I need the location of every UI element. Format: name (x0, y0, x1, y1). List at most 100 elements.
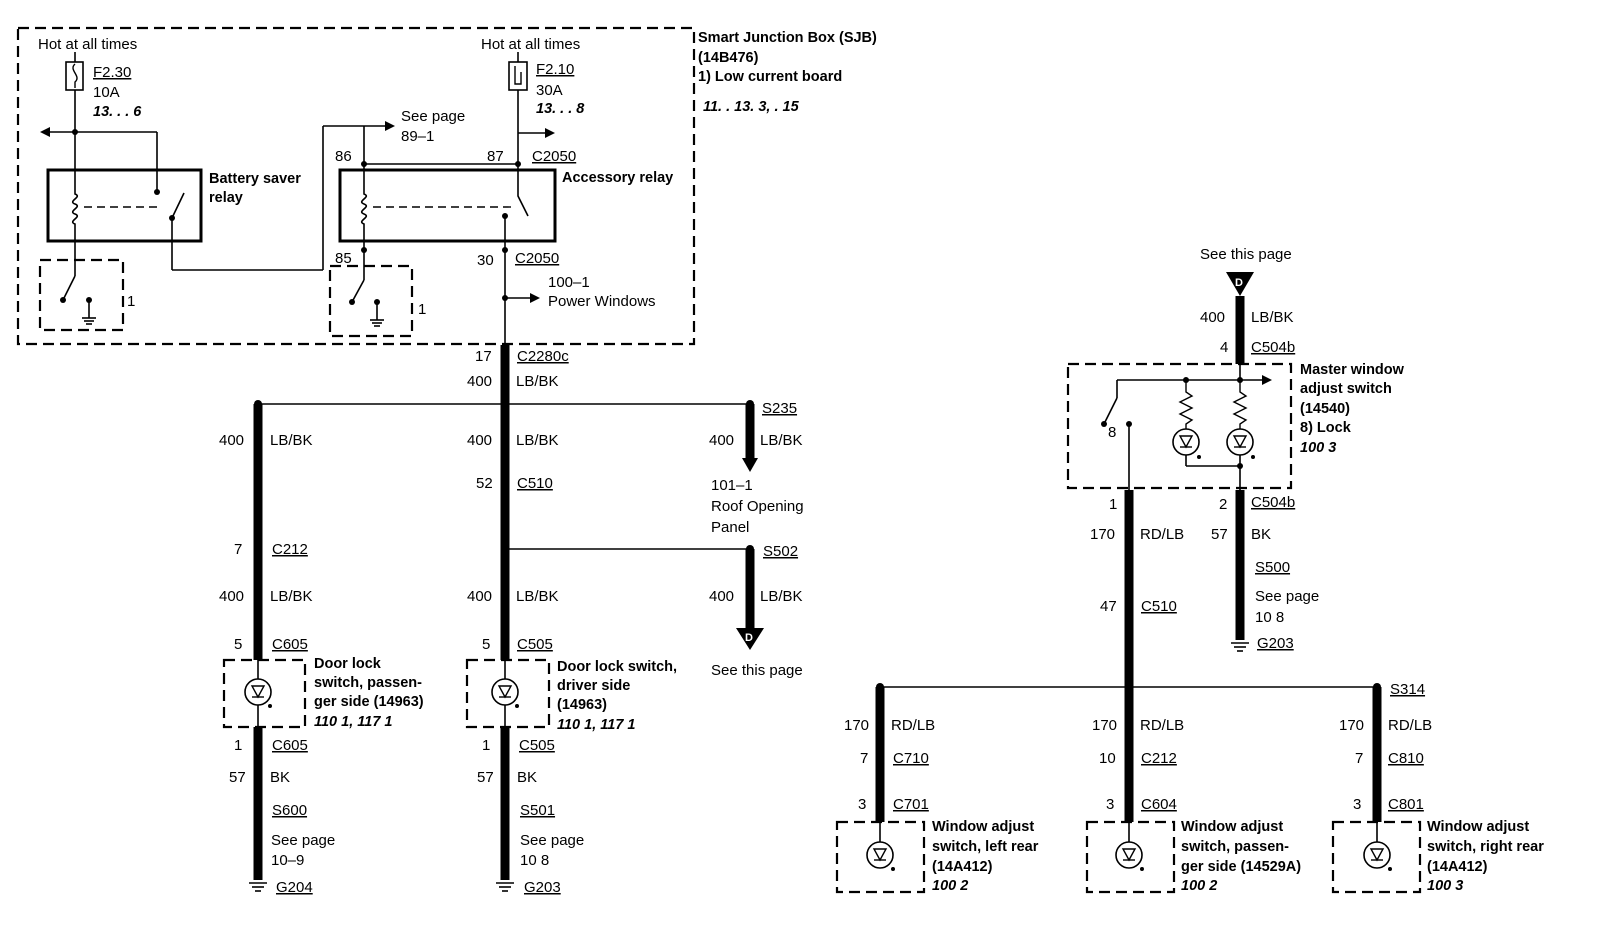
sjb-title: Smart Junction Box (SJB) (698, 30, 877, 46)
lr-conn-a: C710 (893, 750, 929, 767)
master-c504b-bot: C504b (1251, 494, 1295, 511)
pass-see-page: See page (271, 832, 335, 849)
d-color: LB/BK (760, 588, 803, 605)
master-color-in: LB/BK (1251, 309, 1294, 326)
pin-87: 87 (487, 148, 504, 165)
master-c510: C510 (1141, 598, 1177, 615)
sjb-note: 1) Low current board (698, 69, 842, 85)
pin-86: 86 (335, 148, 352, 165)
rr-ref: 100 3 (1427, 878, 1463, 894)
lr-label3: (14A412) (932, 859, 993, 875)
rr-conn-b: C801 (1388, 796, 1424, 813)
ground-g204: G204 (276, 879, 313, 896)
pr-color: RD/LB (1140, 717, 1184, 734)
drv-c505b-pin: 1 (482, 737, 490, 754)
lr-label2: switch, left rear (932, 839, 1039, 855)
roof-page: 101–1 (711, 477, 753, 494)
master-switch-label: 8 (1108, 424, 1116, 441)
pass-c212-pin: 7 (234, 541, 242, 558)
sjb-outline (16, 26, 696, 346)
pass-switch-label3: ger side (14963) (314, 694, 424, 710)
master-gauge-in: 400 (1200, 309, 1225, 326)
master-pin2: 2 (1219, 496, 1227, 513)
lr-lamp-icon (866, 841, 895, 871)
master-color-bk: BK (1251, 526, 1271, 543)
master-d-connector-icon (1226, 272, 1254, 296)
fuse2-hot: Hot at all times (481, 36, 580, 53)
master-label4: 8) Lock (1300, 420, 1352, 436)
pass-gauge1: 400 (219, 432, 244, 449)
drv-switch-ref: 110 1, 117 1 (557, 717, 635, 733)
master-c510-pin: 47 (1100, 598, 1117, 615)
battery-relay-label2: relay (209, 190, 243, 206)
ground-g203: G203 (524, 879, 561, 896)
pr-pin-a: 10 (1099, 750, 1116, 767)
roof-color: LB/BK (760, 432, 803, 449)
master-label2: adjust switch (1300, 381, 1392, 397)
c2280c-pin: 17 (475, 348, 492, 365)
master-see-this-page: See this page (1200, 246, 1292, 263)
lr-pin-b: 3 (858, 796, 866, 813)
master-label3: (14540) (1300, 401, 1350, 417)
drv-c510: C510 (517, 475, 553, 492)
power-windows-label: Power Windows (548, 293, 656, 310)
d-connector-letter: D (745, 632, 753, 644)
drv-c505a: C505 (517, 636, 553, 653)
pass-color2: LB/BK (270, 588, 313, 605)
ground-g203-icon (496, 882, 514, 892)
d-gauge: 400 (709, 588, 734, 605)
master-pin1: 1 (1109, 496, 1117, 513)
pr-lamp-icon (1115, 841, 1144, 871)
conn-c2050-87: C2050 (532, 148, 576, 165)
rr-label2: switch, right rear (1427, 839, 1544, 855)
master-gauge-rd: 170 (1090, 526, 1115, 543)
master-label1: Master window (1300, 362, 1405, 378)
roof-splice-s235: S235 (762, 400, 797, 417)
pr-pin-b: 3 (1106, 796, 1114, 813)
drv-c505b: C505 (519, 737, 555, 754)
drv-gauge3: 57 (477, 769, 494, 786)
accessory-relay (338, 168, 557, 243)
roof-arrow-icon (742, 458, 758, 472)
d-connector-icon (736, 628, 764, 650)
master-color-rd: RD/LB (1140, 526, 1184, 543)
pass-c212: C212 (272, 541, 308, 558)
pr-conn-a: C212 (1141, 750, 1177, 767)
rr-pin-b: 3 (1353, 796, 1361, 813)
c2280c-conn: C2280c (517, 348, 569, 365)
pass-color1: LB/BK (270, 432, 313, 449)
pass-splice-s600: S600 (272, 802, 307, 819)
pass-gauge2: 400 (219, 588, 244, 605)
rr-color: RD/LB (1388, 717, 1432, 734)
master-pin4: 4 (1220, 339, 1228, 356)
master-ground-g203: G203 (1257, 635, 1294, 652)
conn-c2050-30: C2050 (515, 250, 559, 267)
drv-see-page: See page (520, 832, 584, 849)
master-window-switch (1066, 362, 1293, 490)
battery-relay-switch-box (38, 258, 125, 332)
master-label-ref: 100 3 (1300, 440, 1336, 456)
master-ground-icon (1231, 642, 1249, 652)
master-lamp-right-icon (1226, 428, 1255, 459)
rr-gauge: 170 (1339, 717, 1364, 734)
pass-see-page-num: 10–9 (271, 852, 304, 869)
master-gauge-bk: 57 (1211, 526, 1228, 543)
sjb-part: (14B476) (698, 50, 759, 66)
passenger-door-lock-switch (222, 658, 307, 729)
drv-switch-label2: driver side (557, 678, 630, 694)
accessory-relay-switch-box (328, 264, 414, 338)
pass-gauge3: 57 (229, 769, 246, 786)
drv-c505a-pin: 5 (482, 636, 490, 653)
rr-label3: (14A412) (1427, 859, 1488, 875)
drv-switch-label3: (14963) (557, 697, 607, 713)
roof-label2: Panel (711, 519, 749, 536)
fuse1-hot: Hot at all times (38, 36, 137, 53)
pin-85: 85 (335, 250, 352, 267)
rr-conn-a: C810 (1388, 750, 1424, 767)
pass-c605b-pin: 1 (234, 737, 242, 754)
pr-label2: switch, passen- (1181, 839, 1289, 855)
sjb-ref: 11. . 13. 3, . 15 (703, 99, 800, 115)
see-page-89-number: 89–1 (401, 128, 434, 145)
pass-switch-label1: Door lock (314, 656, 382, 672)
